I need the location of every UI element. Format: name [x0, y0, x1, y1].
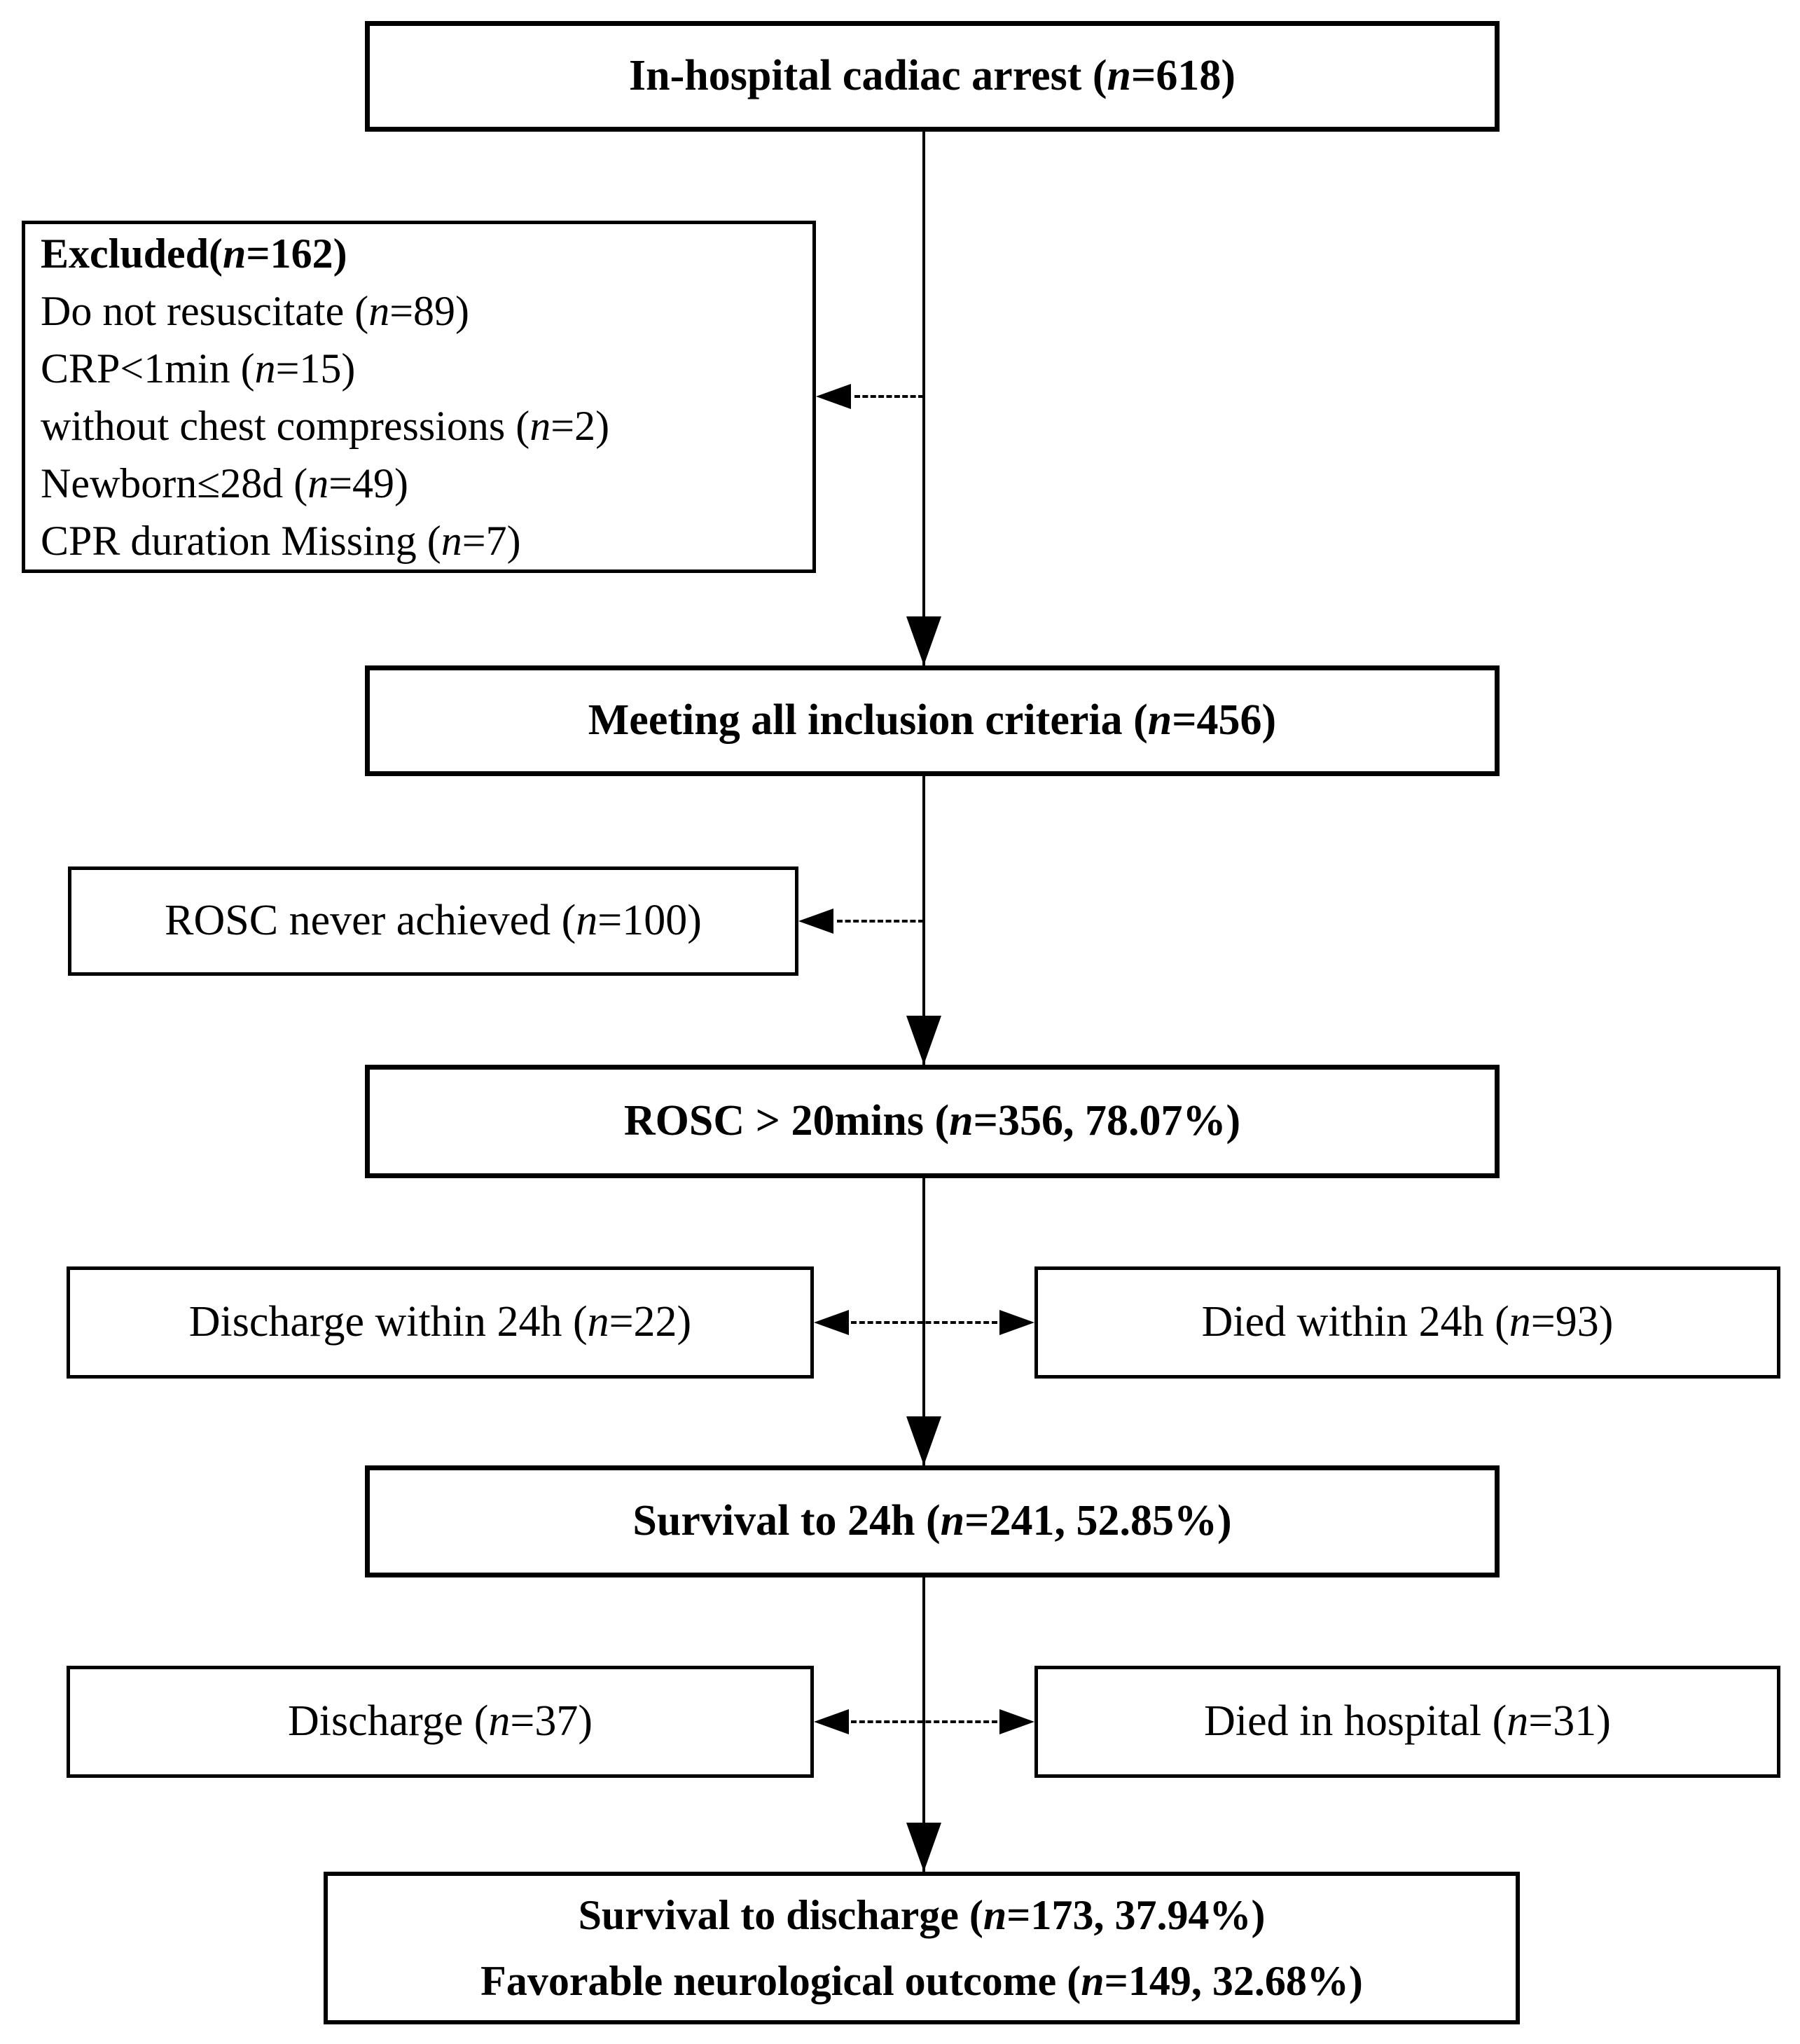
box-label: In-hospital cadiac arrest (n=618): [628, 52, 1235, 100]
connector-survival24-to-outcome: [922, 1577, 925, 1872]
excluded-item: without chest compressions (n=2): [41, 402, 610, 449]
arrowhead-down-inclusion: [906, 616, 941, 665]
box-died-within-24h: Died within 24h (n=93): [1034, 1266, 1780, 1379]
dashed-line-24h-split: [851, 1321, 997, 1324]
arrowhead-left-discharge: [814, 1709, 849, 1734]
box-discharge-within-24h: Discharge within 24h (n=22): [67, 1266, 814, 1379]
connector-inclusion-to-rosc: [922, 776, 925, 1065]
box-label: Died within 24h (n=93): [1201, 1298, 1614, 1346]
outcome-line-1: Survival to discharge (n=173, 37.94%): [578, 1892, 1266, 1938]
arrowhead-down-rosc: [906, 1016, 941, 1065]
box-label: Survival to 24h (n=241, 52.85%): [632, 1497, 1232, 1545]
excluded-title: Excluded(n=162): [41, 230, 347, 277]
box-inclusion-criteria: Meeting all inclusion criteria (n=456): [365, 665, 1500, 776]
box-rosc-20mins: ROSC > 20mins (n=356, 78.07%): [365, 1065, 1500, 1178]
box-in-hospital-cardiac-arrest: In-hospital cadiac arrest (n=618): [365, 21, 1500, 132]
box-label: Died in hospital (n=31): [1204, 1697, 1611, 1746]
box-label: Meeting all inclusion criteria (n=456): [588, 696, 1277, 745]
box-label: ROSC > 20mins (n=356, 78.07%): [623, 1097, 1241, 1145]
box-label: ROSC never achieved (n=100): [165, 897, 702, 945]
arrowhead-down-outcome: [906, 1823, 941, 1872]
arrowhead-left-rosc-never: [798, 909, 833, 934]
connector-top-to-inclusion: [922, 132, 925, 665]
dashed-line-excluded: [854, 395, 924, 398]
arrowhead-left-discharge-24h: [814, 1310, 849, 1335]
dashed-line-rosc-never: [837, 920, 924, 923]
excluded-item: Do not resuscitate (n=89): [41, 287, 470, 334]
box-rosc-never-achieved: ROSC never achieved (n=100): [68, 866, 798, 976]
arrowhead-right-died-24h: [999, 1310, 1034, 1335]
box-survival-to-24h: Survival to 24h (n=241, 52.85%): [365, 1465, 1500, 1577]
arrowhead-left-excluded: [816, 384, 851, 409]
outcome-line-2: Favorable neurological outcome (n=149, 3…: [480, 1958, 1363, 2004]
box-excluded: Excluded(n=162) Do not resuscitate (n=89…: [22, 221, 816, 573]
box-label: Discharge (n=37): [288, 1697, 593, 1746]
dashed-line-hospital-split: [851, 1720, 997, 1723]
box-died-in-hospital: Died in hospital (n=31): [1034, 1666, 1780, 1778]
excluded-item: CPR duration Missing (n=7): [41, 517, 521, 564]
box-label: Discharge within 24h (n=22): [188, 1298, 692, 1346]
arrowhead-down-survival24: [906, 1416, 941, 1465]
box-discharge: Discharge (n=37): [67, 1666, 814, 1778]
excluded-item: CRP<1min (n=15): [41, 345, 356, 392]
box-survival-to-discharge-outcome: Survival to discharge (n=173, 37.94%) Fa…: [324, 1872, 1520, 2024]
arrowhead-right-died-in-hospital: [999, 1709, 1034, 1734]
excluded-item: Newborn≤28d (n=49): [41, 460, 409, 506]
